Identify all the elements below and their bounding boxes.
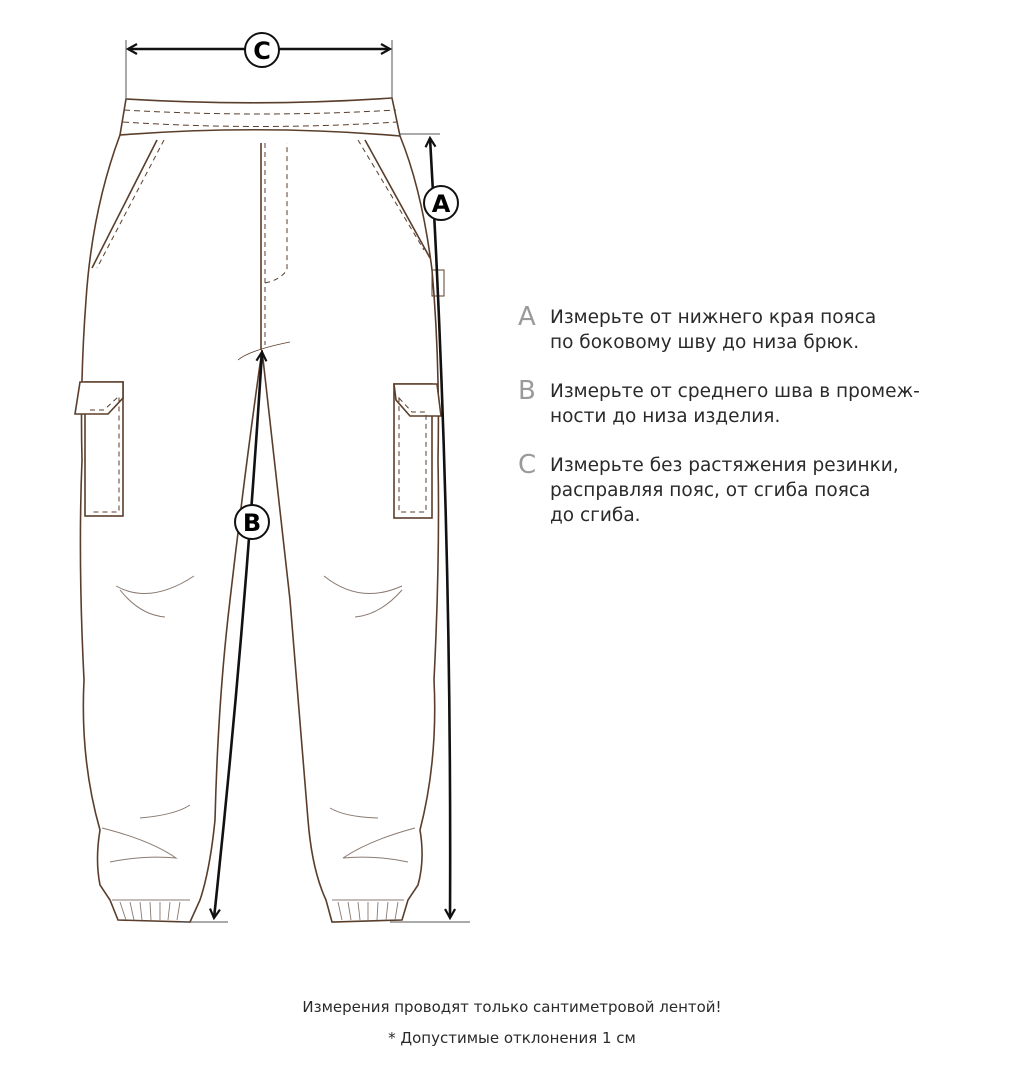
measurement-note: Измерения проводят только сантиметровой … — [302, 998, 722, 1016]
legend-item-b: B Измерьте от среднего шва в промеж- нос… — [518, 376, 978, 429]
arrow-a — [430, 138, 450, 918]
legend-letter: B — [518, 376, 536, 406]
waistband-stitch-bottom — [122, 121, 398, 127]
left-cuff-gathers — [112, 899, 190, 921]
left-ankle-folds — [101, 804, 191, 863]
right-pocket — [364, 139, 431, 259]
crotch-curve — [237, 341, 291, 361]
waistband — [119, 97, 402, 137]
measurement-arrows — [128, 49, 450, 918]
label-b-text: B — [243, 509, 261, 537]
label-c-text: C — [253, 37, 271, 65]
left-knee-fold — [115, 575, 195, 618]
label-b — [234, 504, 270, 540]
legend-item-a: A Измерьте от нижнего края пояса по боко… — [518, 302, 978, 355]
left-leg-outer — [79, 134, 263, 923]
legend-letter: A — [518, 302, 536, 332]
measurement-legend: A Измерьте от нижнего края пояса по боко… — [518, 302, 978, 552]
legend-text: Измерьте от среднего шва в промеж- ности… — [550, 381, 920, 427]
left-cargo-pocket — [74, 381, 124, 517]
label-a — [423, 185, 459, 221]
arrow-b — [214, 352, 262, 918]
fly-stitch — [264, 143, 288, 345]
tolerance-note: * Допустимые отклонения 1 см — [388, 1029, 636, 1047]
right-knee-fold — [323, 575, 403, 618]
legend-item-c: C Измерьте без растяжения резинки, распр… — [518, 450, 978, 528]
legend-text: Измерьте от нижнего края пояса по боково… — [550, 307, 877, 353]
label-a-text: A — [432, 190, 451, 218]
right-leg-outer — [261, 135, 440, 923]
legend-text: Измерьте без растяжения резинки, расправ… — [550, 455, 899, 526]
label-c — [244, 32, 280, 68]
left-pocket — [91, 139, 158, 269]
right-cargo-pocket — [393, 383, 442, 519]
legend-letter: C — [518, 450, 537, 480]
right-cuff-gathers — [332, 899, 404, 921]
right-ankle-folds — [329, 807, 416, 863]
waistband-stitch-top — [123, 109, 397, 115]
